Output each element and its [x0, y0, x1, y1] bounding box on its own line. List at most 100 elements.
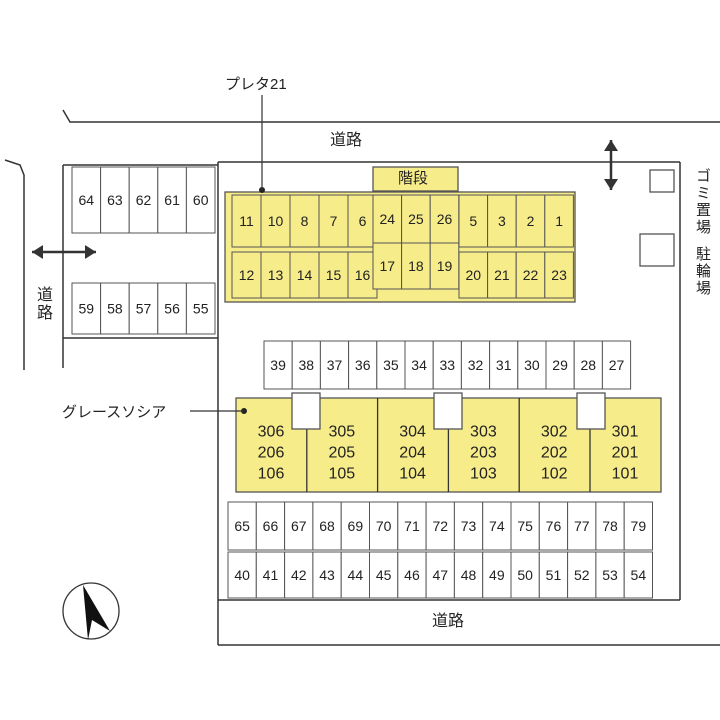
parking-space-70	[369, 501, 399, 551]
parking-space-label-33: 33	[440, 357, 456, 373]
building-a-unit-label-26: 26	[437, 211, 453, 227]
parking-space-36	[348, 340, 378, 390]
building-b-unit-201: 201	[612, 445, 639, 462]
building-a-unit-7	[318, 194, 349, 248]
building-a-unit-13	[260, 251, 291, 299]
parking-space-label-34: 34	[411, 357, 427, 373]
road-label-bottom: 道路	[432, 613, 465, 630]
building-a-unit-10	[260, 194, 291, 248]
parking-space-63	[100, 166, 130, 234]
road-label-top: 道路	[330, 132, 363, 149]
building-a-unit-26	[429, 194, 460, 244]
parking-space-label-58: 58	[107, 301, 123, 317]
building-a-unit-label-18: 18	[408, 258, 424, 274]
parking-space-71	[397, 501, 427, 551]
building-a-unit-label-22: 22	[523, 267, 539, 283]
building-a-unit-label-2: 2	[527, 213, 535, 229]
parking-space-label-63: 63	[107, 192, 123, 208]
garbage-area	[649, 169, 675, 193]
building-a-unit-label-17: 17	[380, 258, 396, 274]
bicycle-parking-label: 駐輪場	[694, 246, 711, 297]
parking-space-62	[128, 166, 159, 234]
parking-space-60	[185, 166, 216, 234]
building-a-unit-11	[231, 194, 262, 248]
parking-space-label-35: 35	[383, 357, 399, 373]
parking-space-72	[425, 501, 455, 551]
parking-space-label-46: 46	[404, 567, 420, 583]
building-a-unit-14	[289, 251, 320, 299]
parking-space-label-73: 73	[461, 518, 477, 534]
parking-space-68	[312, 501, 342, 551]
parking-space-label-72: 72	[432, 518, 448, 534]
arrowhead-left	[32, 245, 43, 259]
parking-space-27	[601, 340, 632, 390]
stairs-box	[372, 166, 459, 192]
building-b-label: グレースソシア	[62, 404, 167, 421]
parking-space-57	[128, 282, 159, 335]
building-a-unit-label-21: 21	[494, 267, 510, 283]
parking-space-label-77: 77	[574, 518, 590, 534]
parking-space-label-31: 31	[496, 357, 512, 373]
parking-space-label-52: 52	[574, 567, 590, 583]
road-label-left: 道路	[34, 286, 51, 322]
parking-space-label-37: 37	[327, 357, 343, 373]
parking-space-label-66: 66	[263, 518, 279, 534]
building-a-unit-label-12: 12	[239, 267, 255, 283]
parking-space-label-38: 38	[299, 357, 315, 373]
parking-space-label-67: 67	[291, 518, 307, 534]
stairs-label: 階段	[398, 170, 429, 187]
road-edge-top	[62, 109, 720, 123]
north-arrow-icon	[83, 585, 110, 640]
building-b-unit-103: 103	[470, 466, 497, 483]
building-b-unit-104: 104	[399, 466, 426, 483]
parking-space-56	[157, 282, 187, 335]
building-b-unit-301: 301	[612, 424, 639, 441]
parking-space-label-53: 53	[602, 567, 618, 583]
parking-space-77	[567, 501, 597, 551]
building-b-unit-105: 105	[328, 466, 355, 483]
building-b-entrance-2	[433, 392, 463, 430]
north-arrow-circle	[62, 582, 120, 640]
building-b-unit-102: 102	[541, 466, 568, 483]
parking-space-37	[319, 340, 350, 390]
parking-space-76	[538, 501, 569, 551]
building-b-unit-305: 305	[328, 424, 355, 441]
building-b-unit-303: 303	[470, 424, 497, 441]
parking-space-73	[453, 501, 484, 551]
parking-space-39	[263, 340, 293, 390]
parking-space-55	[185, 282, 216, 335]
building-a-unit-label-24: 24	[380, 211, 396, 227]
building-a-unit-label-6: 6	[359, 213, 367, 229]
building-b-unit-204: 204	[399, 445, 426, 462]
parking-space-label-44: 44	[348, 567, 364, 583]
parking-space-54	[623, 551, 654, 599]
bicycle-parking	[639, 233, 675, 267]
building-a-label: プレタ21	[225, 76, 287, 93]
road-edge-left	[4, 159, 25, 370]
building-a-unit-20	[458, 251, 489, 299]
building-a-unit-1	[544, 194, 574, 248]
building-a-unit-3	[487, 194, 517, 248]
building-a-unit-label-15: 15	[326, 267, 342, 283]
parking-space-label-71: 71	[404, 518, 420, 534]
parking-space-label-51: 51	[546, 567, 562, 583]
parking-space-74	[482, 501, 512, 551]
parking-space-label-56: 56	[164, 301, 180, 317]
parking-space-label-76: 76	[546, 518, 562, 534]
parking-space-43	[312, 551, 342, 599]
building-a-unit-label-11: 11	[239, 213, 254, 229]
arrowhead-down	[604, 179, 618, 190]
parking-space-33	[432, 340, 462, 390]
parking-space-label-79: 79	[631, 518, 647, 534]
parking-space-59	[71, 282, 102, 335]
building-a-unit-label-1: 1	[555, 213, 563, 229]
building-b-unit-202: 202	[541, 445, 568, 462]
parking-space-label-27: 27	[609, 357, 625, 373]
parking-space-49	[482, 551, 512, 599]
parking-space-label-55: 55	[193, 301, 209, 317]
parking-space-label-45: 45	[376, 567, 392, 583]
arrowhead-right	[85, 245, 96, 259]
building-a-unit-label-10: 10	[268, 213, 284, 229]
